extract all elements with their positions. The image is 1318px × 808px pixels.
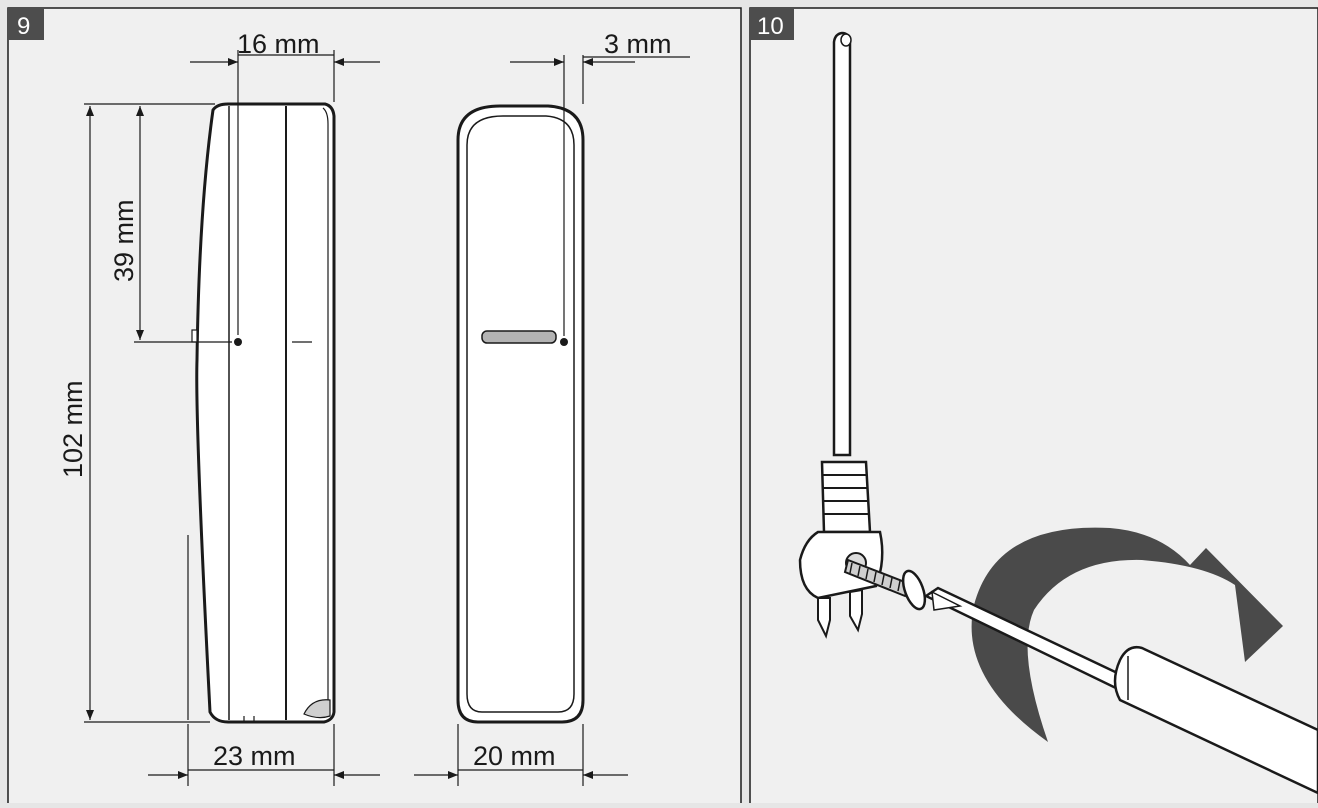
device-front-view (456, 104, 585, 724)
panel-10-badge (750, 8, 794, 40)
screw-icon (843, 558, 927, 611)
dim-102mm (84, 106, 210, 723)
dim-3mm-label: 3 mm (604, 29, 672, 59)
dim-16mm (190, 50, 380, 335)
rotation-arrow-icon (971, 527, 1283, 742)
dim-39mm (84, 103, 232, 343)
panel-9-badge (8, 8, 44, 40)
dim-23mm-label: 23 mm (213, 741, 296, 771)
center-marker-side (234, 338, 242, 346)
front-label-bar (481, 330, 557, 344)
dim-3mm (510, 55, 690, 336)
dim-16mm-label: 16 mm (237, 29, 320, 59)
dim-20mm (414, 724, 628, 786)
center-marker-front (560, 338, 568, 346)
dim-23mm (148, 724, 380, 786)
screwdriver-icon (923, 586, 1318, 795)
panel-9: 9 16 mm 39 mm (7, 7, 742, 808)
dim-20mm-label: 20 mm (473, 741, 556, 771)
device-side-view (187, 102, 336, 724)
dim-102mm-label: 102 mm (58, 380, 88, 478)
wire-terminal-icon (798, 31, 884, 639)
panel-10-number: 10 (757, 13, 784, 40)
panel-9-number: 9 (17, 13, 30, 40)
dim-39mm-label: 39 mm (109, 199, 139, 282)
panel-10: 10 (749, 7, 1318, 808)
